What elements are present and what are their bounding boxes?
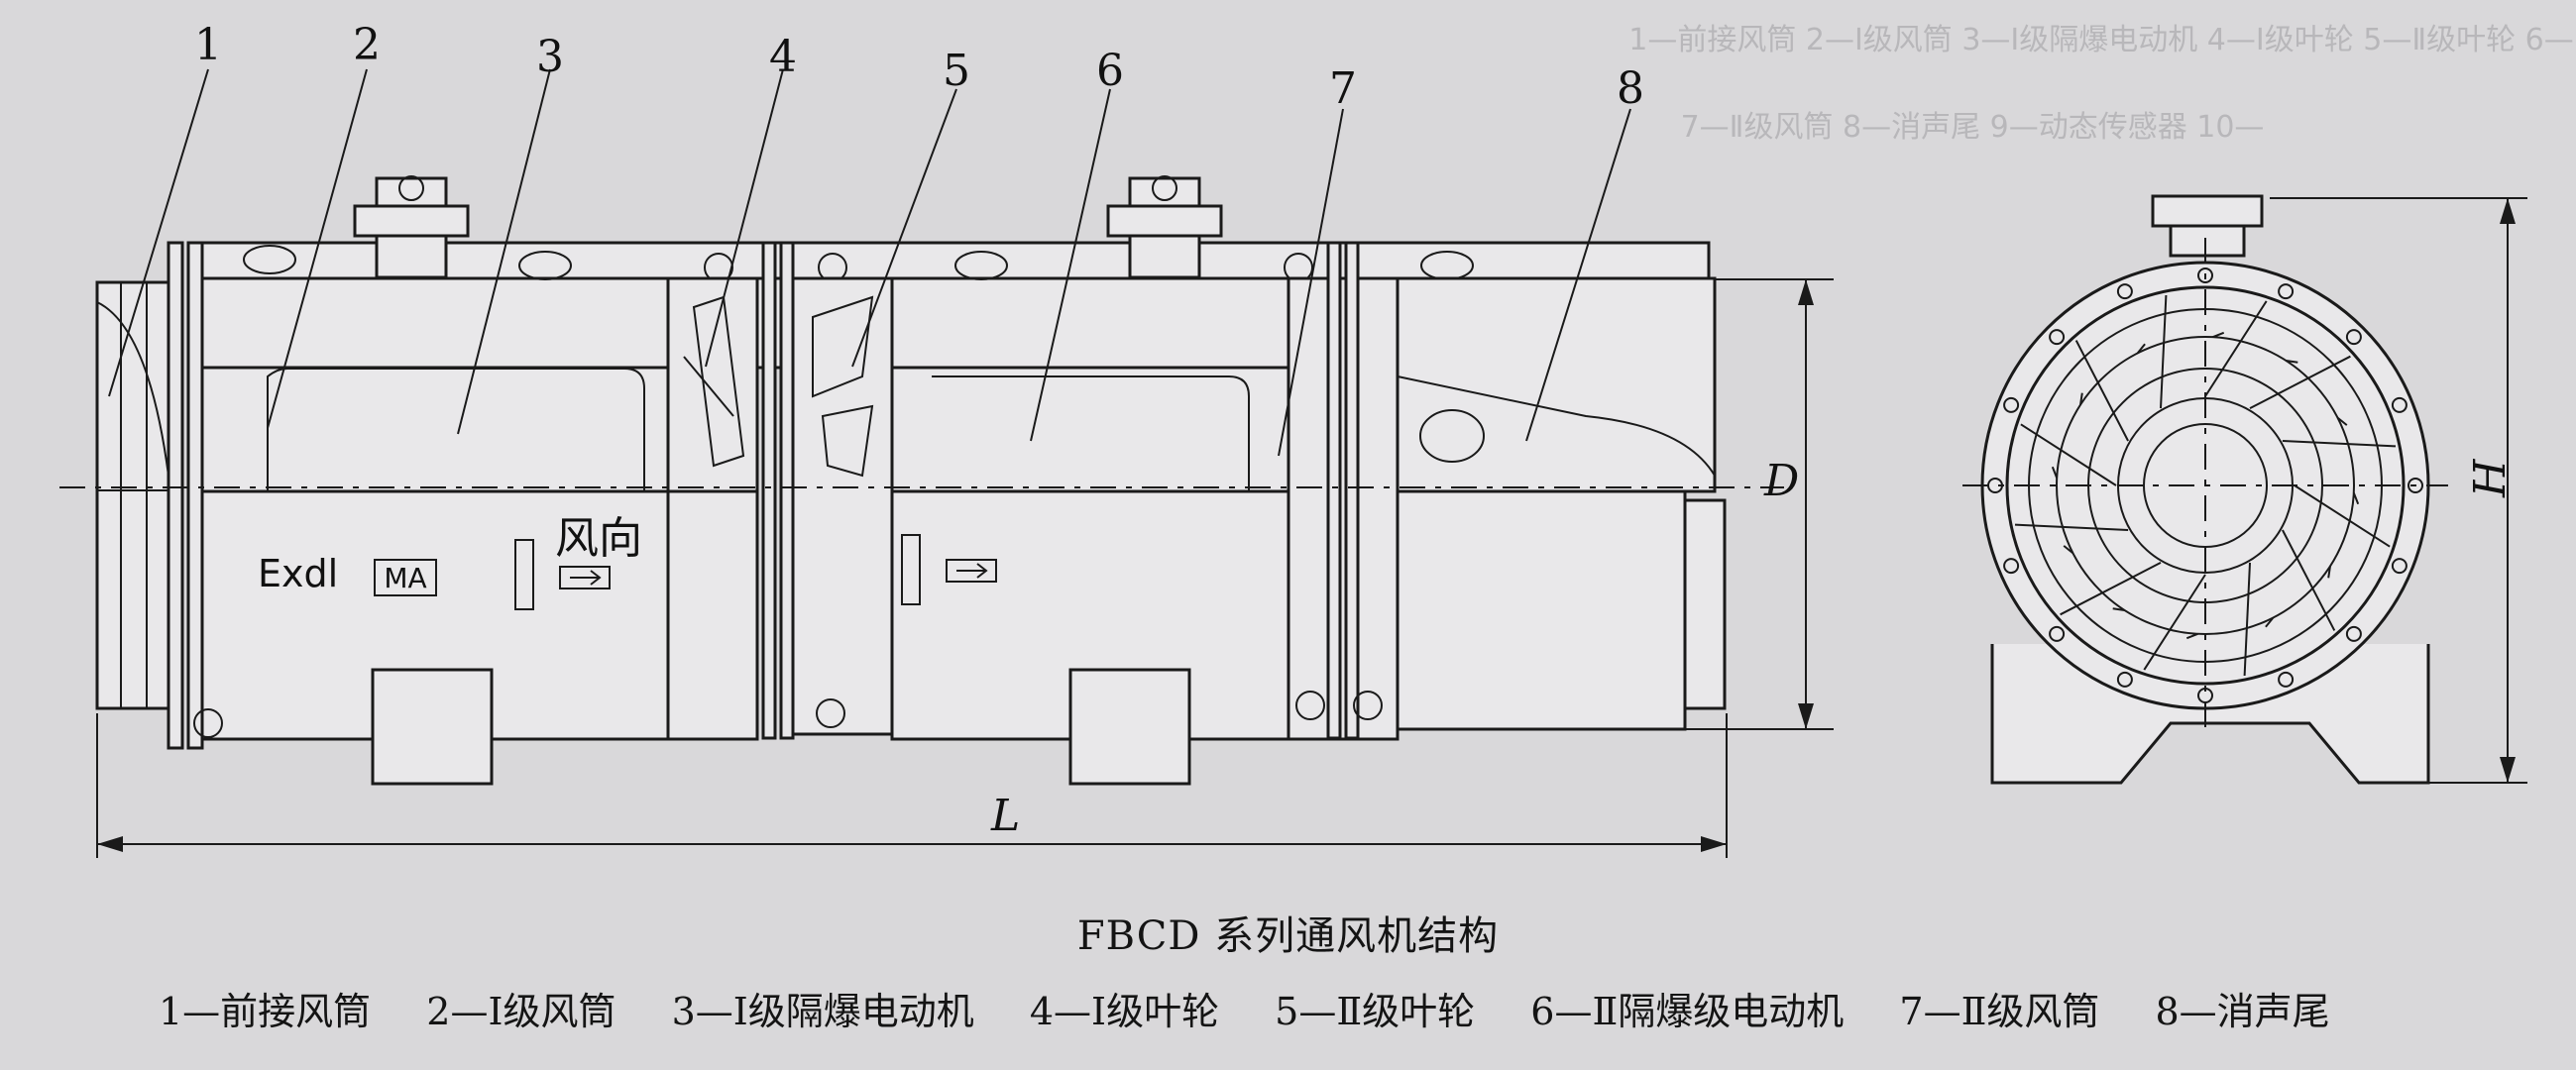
side-view: Exdl MA 风向 L D [59, 175, 1834, 858]
bolt-hole [2391, 558, 2408, 575]
callout-8: 8 [1617, 63, 1644, 114]
bolt-hole [2116, 671, 2133, 688]
explosion-proof-marking: Exdl [258, 552, 338, 595]
guide-vane [2074, 340, 2129, 442]
legend-item-3: 3—Ⅰ级隔爆电动机 [671, 990, 974, 1033]
ma-mark-label: MA [384, 562, 426, 594]
bolt-hole [2345, 329, 2362, 346]
guide-vane [2282, 529, 2336, 631]
guide-vane [2294, 484, 2391, 548]
guide-vane [2143, 574, 2206, 671]
ma-mark-box [374, 559, 437, 596]
guide-vane [2014, 523, 2129, 555]
callout-1: 1 [194, 20, 222, 70]
dimension-l-label: L [990, 791, 1020, 841]
bolt-hole [2049, 329, 2066, 346]
bolt-hole [2278, 283, 2295, 300]
wind-indicator-1-icon [514, 539, 534, 610]
guide-vane [2243, 562, 2275, 677]
bolt-hole [2003, 558, 2020, 575]
guide-vane [2060, 562, 2162, 616]
stage-two-motor [890, 366, 1290, 493]
bolt-hole [2278, 671, 2295, 688]
top-rail [200, 241, 1711, 280]
legend-item-7: 7—Ⅱ级风筒 [1899, 990, 2100, 1033]
bolt-hole [2408, 478, 2423, 493]
stage-one-barrel [200, 365, 670, 493]
flange-1 [167, 241, 184, 750]
silencer-tail [1396, 276, 1717, 493]
callout-5: 5 [943, 46, 970, 96]
wind-direction-label: 风向 [555, 513, 642, 564]
legend-item-5: 5—Ⅱ级叶轮 [1275, 990, 1476, 1033]
callout-leaders [108, 68, 1631, 457]
legend-item-1: 1—前接风筒 [159, 990, 372, 1033]
bolt-hole [2003, 396, 2020, 413]
bleed-line-1: 1—前接风筒 2—Ⅰ级风筒 3—Ⅰ级隔爆电动机 4—Ⅰ级叶轮 5—Ⅱ级叶轮 6— [1628, 23, 2574, 57]
callout-2: 2 [353, 20, 381, 70]
bolt-hole [2049, 625, 2066, 642]
parts-legend: 1—前接风筒 2—Ⅰ级风筒 3—Ⅰ级隔爆电动机 4—Ⅰ级叶轮 5—Ⅱ级叶轮 6—… [159, 981, 2374, 1035]
wind-direction-arrow-2-icon [946, 559, 997, 583]
legend-item-4: 4—Ⅰ级叶轮 [1029, 990, 1220, 1033]
guide-vane [2282, 416, 2397, 448]
guide-vane [2020, 423, 2117, 486]
foot-1 [371, 668, 494, 786]
bolt-hole [2116, 283, 2133, 300]
legend-item-8: 8—消声尾 [2155, 990, 2330, 1033]
legend-item-6: 6—Ⅱ隔爆级电动机 [1530, 990, 1845, 1033]
callout-6: 6 [1096, 46, 1124, 96]
dimension-d-label: D [1763, 456, 1799, 506]
bolt-hole [2391, 396, 2408, 413]
callout-numbers: 1 2 3 4 5 6 7 8 [194, 20, 1644, 114]
bolt-hole [2197, 268, 2213, 283]
guide-vane [2249, 355, 2351, 409]
end-view: H [1962, 194, 2527, 785]
stage-two-impeller [812, 295, 874, 398]
wind-indicator-2-icon [901, 534, 921, 605]
guide-vane [2136, 294, 2168, 409]
stage-two-barrel [1287, 276, 1400, 741]
callout-3: 3 [536, 32, 564, 82]
front-connector-barrel [95, 280, 170, 710]
figure-caption: FBCD 系列通风机结构 [1076, 913, 1500, 959]
stage-one-impeller [692, 295, 745, 468]
wind-direction-arrow-icon [559, 566, 611, 589]
bleed-line-2: 7—Ⅱ级风筒 8—消声尾 9—动态传感器 10— [1681, 110, 2265, 145]
legend-item-2: 2—Ⅰ级风筒 [426, 990, 616, 1033]
foot-2 [1068, 668, 1191, 786]
stage-one-motor [267, 368, 645, 492]
bolt-hole [2345, 625, 2362, 642]
flange-2 [186, 241, 204, 750]
guide-vane [2204, 300, 2268, 397]
callout-7: 7 [1329, 63, 1357, 114]
callout-4: 4 [769, 32, 797, 82]
dimension-h-label: H [2465, 458, 2516, 498]
